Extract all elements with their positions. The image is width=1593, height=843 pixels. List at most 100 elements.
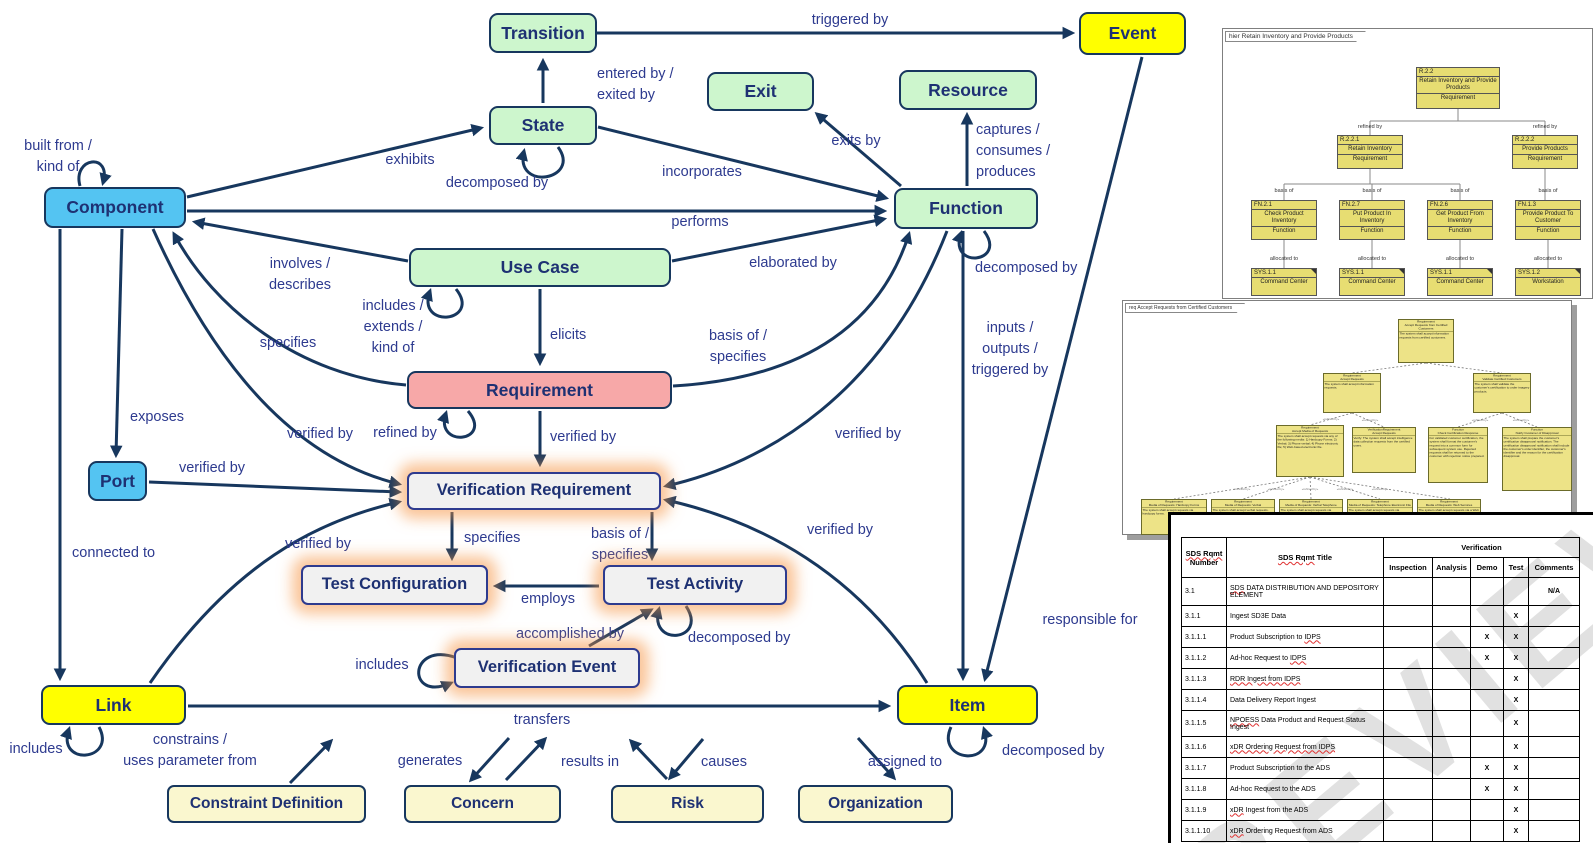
node-link[interactable]: Link bbox=[41, 685, 186, 725]
node-port[interactable]: Port bbox=[88, 461, 147, 501]
trace-node-body: The system shall accept requests via any… bbox=[1277, 433, 1343, 450]
rqmt-title: Product Subscription to the ADS bbox=[1226, 757, 1384, 779]
hierarchy-node-title: Retain Inventory and Provide Products bbox=[1419, 78, 1497, 92]
rqmt-title: xDR Ingest from the ADS bbox=[1226, 799, 1384, 821]
edge-label-performs: performs bbox=[671, 214, 729, 230]
edge-label-item_decomposed: decomposed by bbox=[1002, 743, 1105, 759]
rqmt-title: RDR Ingest from IDPS bbox=[1226, 668, 1384, 690]
edge-label-state_decomposed: decomposed by bbox=[445, 175, 549, 191]
rqmt-number: 3.1.1.9 bbox=[1181, 799, 1227, 821]
stereotype-label: «refined by» bbox=[1471, 419, 1489, 422]
node-state[interactable]: State bbox=[489, 106, 597, 145]
demo-mark bbox=[1470, 710, 1504, 737]
node-transition[interactable]: Transition bbox=[489, 13, 597, 53]
rqmt-title: SDS DATA DISTRIBUTION AND DEPOSITORY ELE… bbox=[1226, 577, 1384, 606]
trace-node-body: The system shall accept verbal requests. bbox=[1212, 507, 1274, 513]
test-mark: X bbox=[1503, 799, 1529, 821]
trace-node-title: Check Certification Response bbox=[1437, 431, 1479, 436]
node-risk[interactable]: Risk bbox=[611, 785, 764, 823]
relationship-label: allocated to bbox=[1445, 256, 1475, 262]
analysis-mark bbox=[1432, 820, 1471, 842]
col-header-demo: Demo bbox=[1470, 557, 1504, 578]
node-component[interactable]: Component bbox=[44, 187, 186, 228]
trace-node-title: Media of Requests: Verbal Telephone bbox=[1285, 503, 1337, 508]
node-requirement[interactable]: Requirement bbox=[407, 371, 672, 409]
hierarchy-node-title: Command Center bbox=[1260, 279, 1308, 286]
edge-label-assigned_to: assigned to bbox=[867, 754, 943, 770]
node-event[interactable]: Event bbox=[1079, 12, 1186, 55]
demo-mark: X bbox=[1470, 626, 1504, 648]
node-verreq[interactable]: Verification Requirement bbox=[407, 472, 661, 510]
inspection-mark bbox=[1383, 757, 1433, 779]
edge-label-results_in: results in bbox=[560, 754, 620, 770]
trace-node-title: Accept Requests bbox=[1372, 431, 1396, 436]
comments-cell bbox=[1528, 647, 1580, 669]
trace-node-type: Requirement bbox=[1234, 500, 1252, 504]
edge-label-built_from: built from / kind of bbox=[24, 138, 92, 176]
trace-node-type: Requirement bbox=[1371, 500, 1389, 504]
edge-label-captures: captures / consumes / produces bbox=[976, 122, 1051, 181]
node-item[interactable]: Item bbox=[897, 685, 1038, 725]
trace-node-title: Media of Requests: Telephone Electronic … bbox=[1348, 503, 1412, 508]
rqmt-title: NPOESS Data Product and Request Status I… bbox=[1226, 710, 1384, 737]
analysis-mark bbox=[1432, 605, 1471, 627]
inspection-mark bbox=[1383, 820, 1433, 842]
relationship-arrows bbox=[53, 26, 1144, 785]
analysis-mark bbox=[1432, 778, 1471, 800]
edge-label-generates: generates bbox=[397, 753, 463, 769]
node-organization[interactable]: Organization bbox=[798, 785, 953, 823]
relationship-label: allocated to bbox=[1533, 256, 1563, 262]
comments-cell bbox=[1528, 799, 1580, 821]
inspection-mark bbox=[1383, 799, 1433, 821]
rqmt-number: 3.1.1.7 bbox=[1181, 757, 1227, 779]
analysis-mark bbox=[1432, 710, 1471, 737]
demo-mark: X bbox=[1470, 778, 1504, 800]
node-verevent[interactable]: Verification Event bbox=[454, 648, 640, 688]
rqmt-title: Data Delivery Report Ingest bbox=[1226, 689, 1384, 711]
inspection-mark bbox=[1383, 605, 1433, 627]
node-testconfig[interactable]: Test Configuration bbox=[301, 565, 488, 605]
rqmt-number: 3.1.1.8 bbox=[1181, 778, 1227, 800]
trace-node-title: Accept Requests from Certified Customers bbox=[1404, 323, 1448, 331]
relationship-label: basis of bbox=[1362, 188, 1382, 194]
node-function[interactable]: Function bbox=[894, 188, 1038, 229]
edge-label-fn_decomposed: decomposed by bbox=[975, 260, 1078, 276]
node-constraintdef[interactable]: Constraint Definition bbox=[167, 785, 366, 823]
folded-corner-icon bbox=[1487, 269, 1492, 274]
node-usecase[interactable]: Use Case bbox=[409, 248, 671, 287]
col-header-comments: Comments bbox=[1528, 557, 1580, 578]
trace-node-type: Requirement bbox=[1301, 426, 1319, 430]
node-testactivity[interactable]: Test Activity bbox=[603, 565, 787, 605]
stereotype-label: «refined by» bbox=[1301, 488, 1319, 491]
inspection-mark bbox=[1383, 689, 1433, 711]
edge-label-verified_item: verified by bbox=[806, 522, 874, 538]
requirements-trace-panel[interactable]: req Accept Requests from Certified Custo… bbox=[1122, 300, 1572, 535]
edge-label-basis_ta: basis of / specifies bbox=[590, 526, 650, 564]
edge-label-specifies_comp: specifies bbox=[259, 335, 317, 351]
rqmt-number: 3.1.1.10 bbox=[1181, 820, 1227, 842]
col-header-test: Test bbox=[1503, 557, 1529, 578]
node-concern[interactable]: Concern bbox=[404, 785, 561, 823]
node-resource[interactable]: Resource bbox=[899, 70, 1037, 110]
hierarchy-diagram-panel[interactable]: hier Retain Inventory and Provide Produc… bbox=[1222, 28, 1593, 299]
hierarchy-node-type: Function bbox=[1516, 226, 1580, 235]
hierarchy-node-number: FN.2.6 bbox=[1428, 201, 1492, 211]
demo-mark: X bbox=[1470, 757, 1504, 779]
hierarchy-node-number: SYS.1.1 bbox=[1252, 269, 1316, 279]
node-exit[interactable]: Exit bbox=[707, 72, 814, 111]
panel-tab: req Accept Requests from Certified Custo… bbox=[1125, 303, 1246, 313]
rqmt-title: Ingest SD3E Data bbox=[1226, 605, 1384, 627]
